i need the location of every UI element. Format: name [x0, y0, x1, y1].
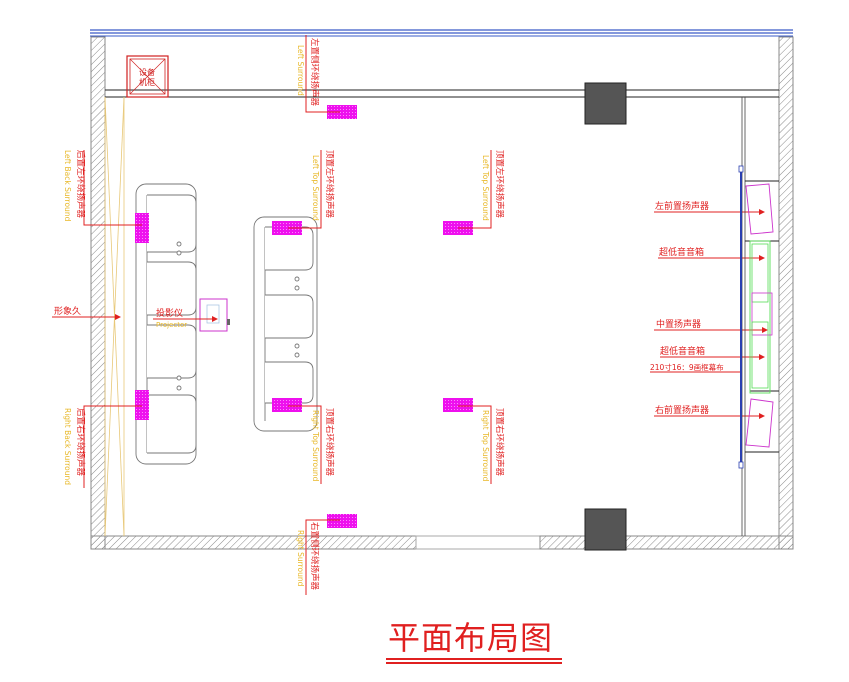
bottom-wall-left: [90, 535, 417, 550]
column-top: [584, 82, 627, 125]
subwoofer-bottom-label: 超低音音箱: [660, 345, 705, 357]
speaker-left-front[interactable]: [745, 183, 774, 235]
right-top-surround-label-en-2: Right Top Surround: [481, 410, 490, 482]
right-surround-label-en: Right Surround: [296, 530, 305, 587]
left-surround-label-en: Left Surround: [296, 45, 305, 96]
projector[interactable]: [199, 298, 230, 332]
right-surround-label-cn: 右置侧环绕扬声器: [309, 522, 320, 591]
speaker-left-back-surround[interactable]: [135, 213, 149, 243]
left-wall: [90, 36, 106, 550]
sofa-back-row[interactable]: [135, 183, 197, 465]
right-top-surround-label-cn-2: 顶置右环绕扬声器: [494, 408, 505, 477]
sofa-front-row[interactable]: [253, 216, 318, 432]
left-top-surround-label-cn-2: 顶置左环绕扬声器: [494, 150, 505, 219]
left-top-surround-label-en-2: Left Top Surround: [481, 155, 490, 221]
speaker-left-surround[interactable]: [327, 105, 357, 119]
projector-label-cn: 投影仪: [156, 307, 183, 319]
leader-lines: [52, 35, 768, 595]
speaker-right-surround[interactable]: [327, 514, 357, 528]
left-surround-label-cn: 左置侧环绕扬声器: [309, 38, 320, 107]
left-top-surround-label-en-1: Left Top Surround: [311, 155, 320, 221]
screen-label: 210寸16：9画框幕布: [650, 362, 724, 372]
projector-label-en: Projector: [156, 321, 187, 329]
subwoofer-top[interactable]: [751, 243, 769, 303]
front-stage: [741, 97, 779, 536]
door-opening: [415, 535, 541, 550]
right-back-surround-label-en: Right Back Surround: [63, 408, 72, 485]
left-back-surround-label-cn: 后置左环绕扬声器: [75, 150, 86, 219]
equipment-cabinet-label-1: 设备: [139, 67, 155, 77]
left-front-speaker-label: 左前置扬声器: [655, 200, 709, 212]
center-speaker-label: 中置扬声器: [656, 318, 701, 330]
back-wall-label: 形象久: [54, 305, 81, 317]
speaker-right-back-surround[interactable]: [135, 390, 149, 420]
title-underline: [386, 658, 562, 660]
soffit-lines: [105, 89, 779, 98]
subwoofer-top-label: 超低音音箱: [659, 246, 704, 258]
left-top-surround-label-cn-1: 顶置左环绕扬声器: [324, 150, 335, 219]
equipment-cabinet-label-2: 机柜: [139, 77, 155, 87]
speaker-center[interactable]: [751, 292, 773, 336]
speaker-right-front[interactable]: [745, 398, 774, 448]
speaker-right-top-surround-1[interactable]: [272, 398, 302, 412]
right-top-surround-label-en-1: Right Top Surround: [311, 410, 320, 482]
subwoofer-enclosure[interactable]: [749, 240, 771, 394]
speaker-left-top-surround-1[interactable]: [272, 221, 302, 235]
subwoofer-bottom[interactable]: [751, 321, 769, 389]
right-top-surround-label-cn-1: 顶置右环绕扬声器: [324, 408, 335, 477]
right-front-speaker-label: 右前置扬声器: [655, 404, 709, 416]
right-wall: [778, 36, 794, 550]
right-back-surround-label-cn: 后置右环绕扬声器: [75, 408, 86, 477]
speaker-right-top-surround-2[interactable]: [443, 398, 473, 412]
left-back-surround-label-en: Left Back Surround: [63, 150, 72, 222]
bottom-wall-right: [539, 535, 794, 550]
title-underline-double: [386, 662, 562, 664]
column-bottom: [584, 508, 627, 551]
drawing-title: 平面布局图: [388, 619, 554, 657]
equipment-cabinet[interactable]: 设备 机柜: [126, 55, 169, 98]
projection-screen[interactable]: [738, 165, 744, 469]
top-wall: [90, 29, 793, 37]
